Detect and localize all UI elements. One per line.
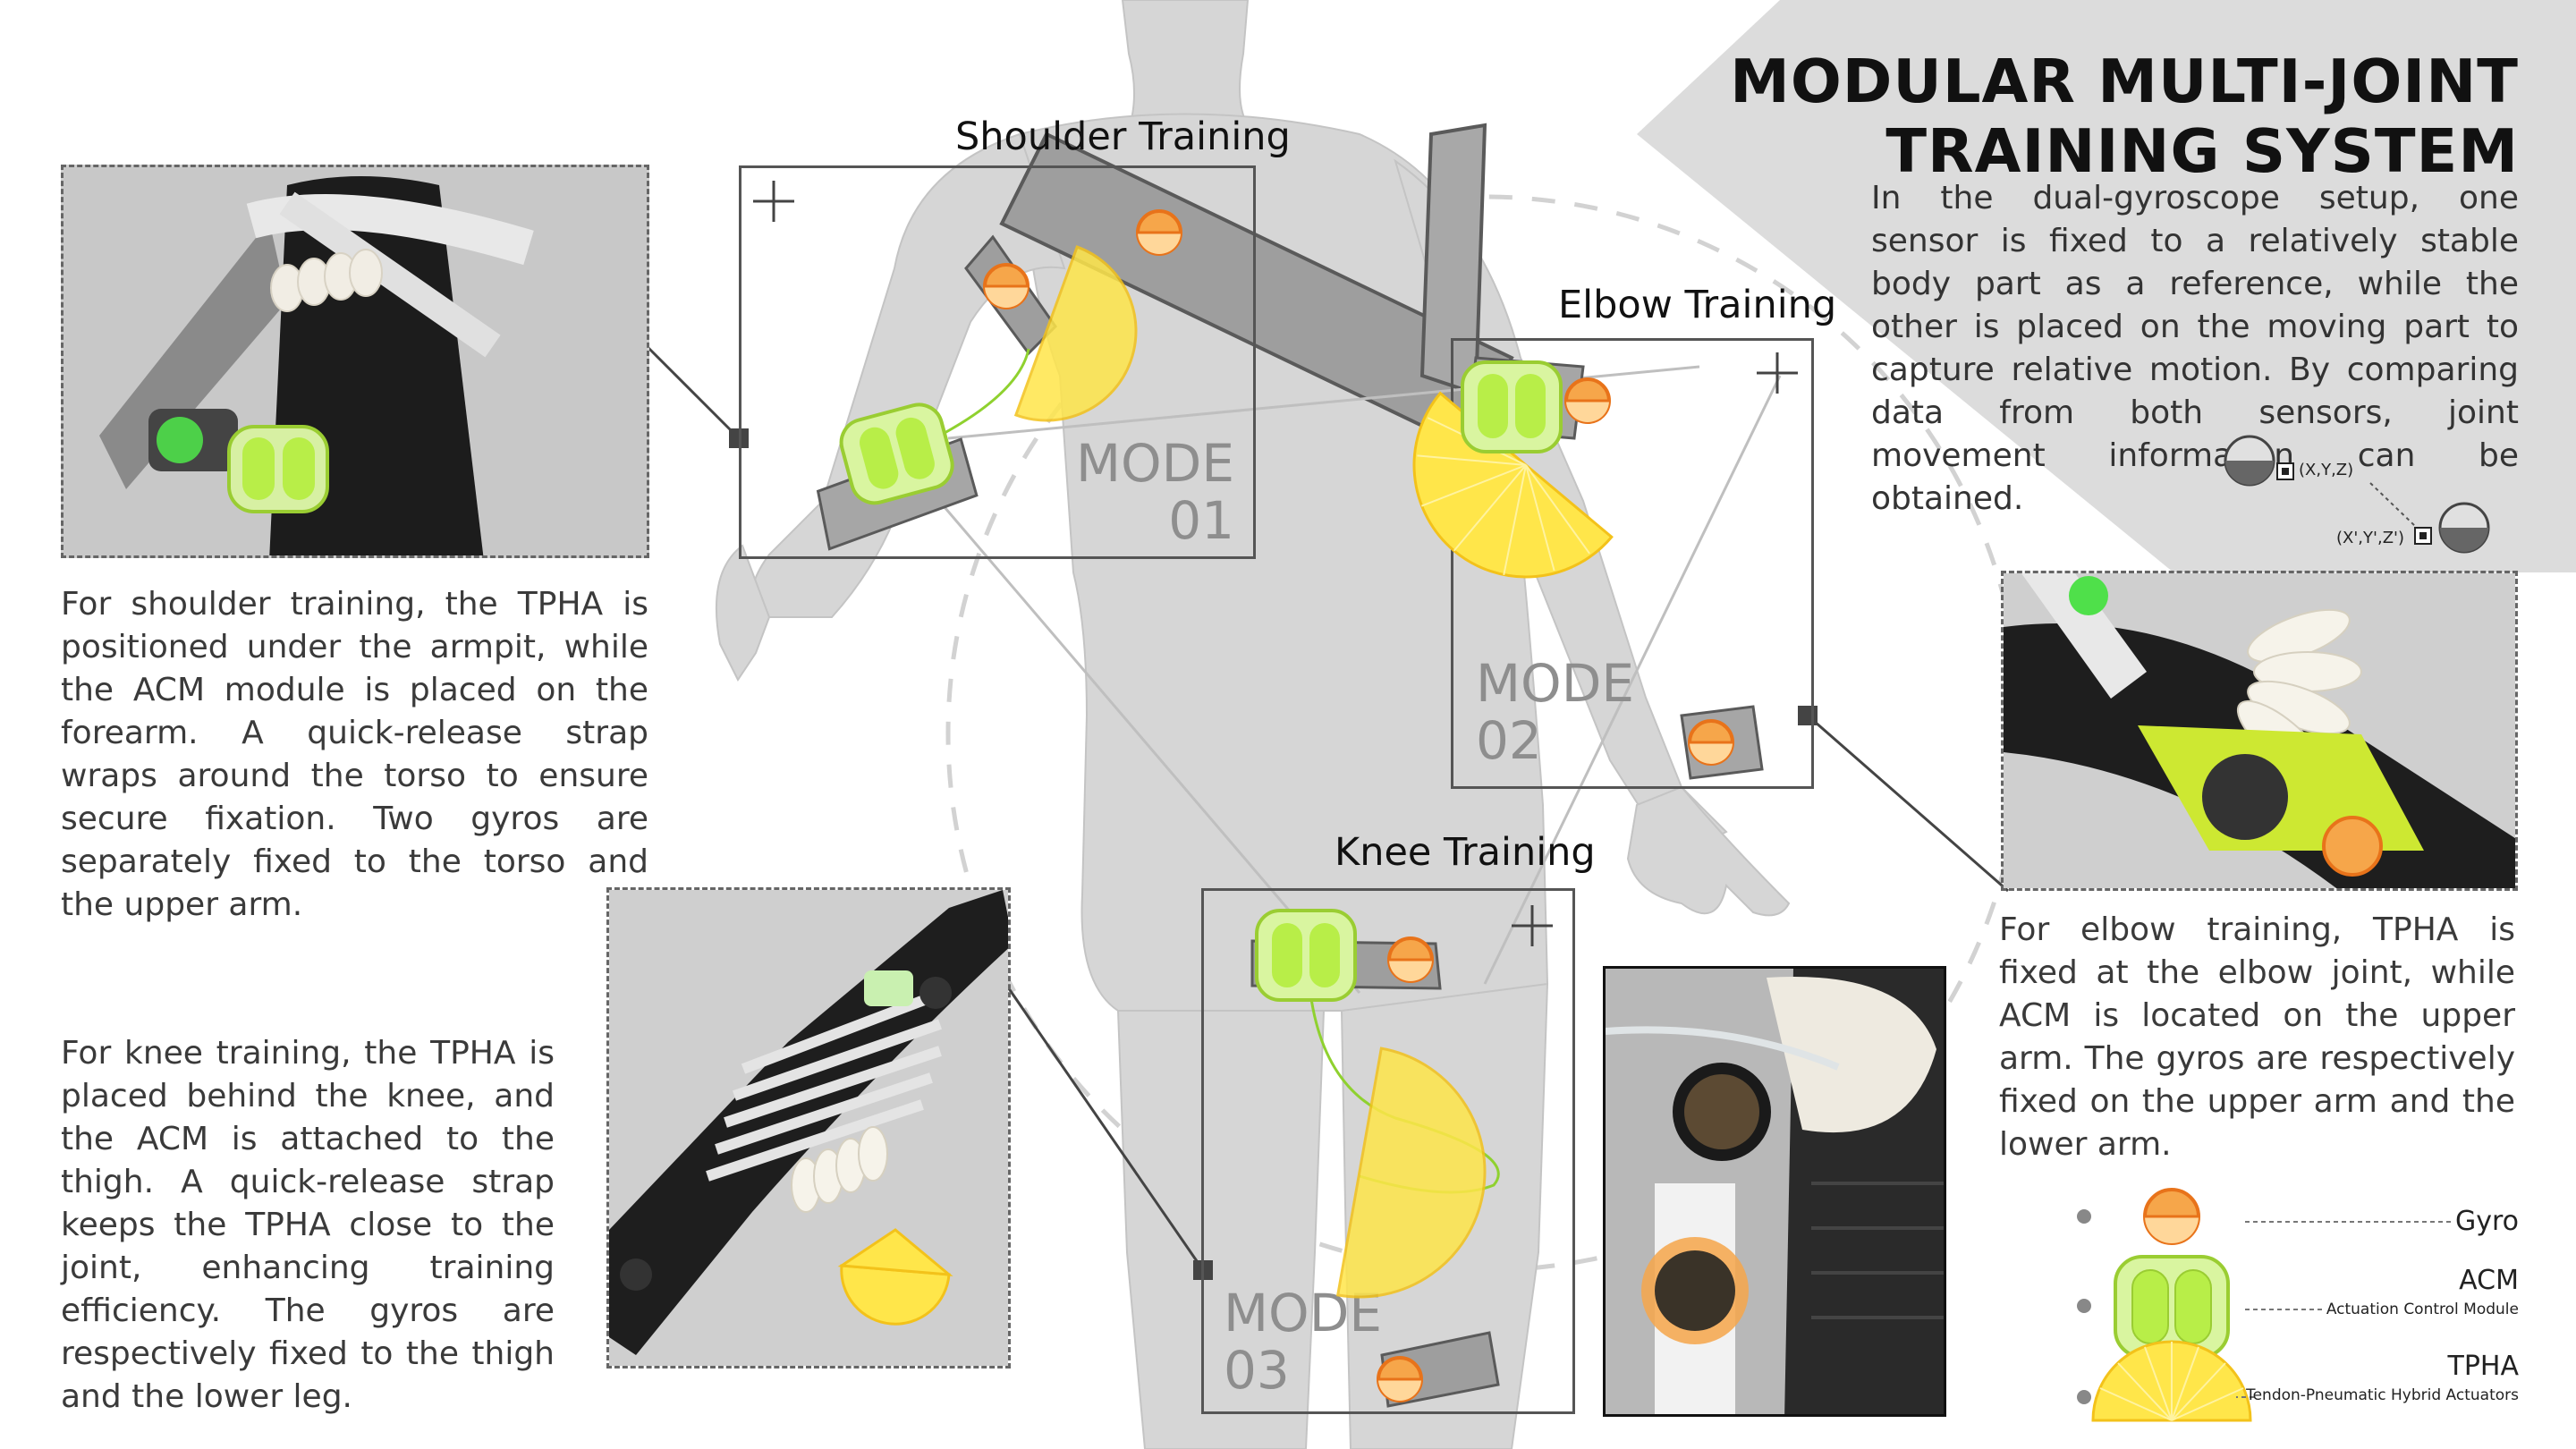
left-hand-shape [715,544,771,682]
shoulder-mode-label: MODE 01 [1055,435,1234,549]
shoulder-acm [839,402,954,505]
shoulder-mode-frame [739,165,1256,559]
torso-strap [999,131,1514,450]
elbow-gyro-upper [1564,377,1611,424]
mode-number: 02 [1476,710,1542,771]
left-leg-shape [1116,1010,1326,1449]
knee-title: Knee Training [1335,830,1596,875]
tpha-icon [2091,1340,2252,1422]
acm-icon [2114,1255,2230,1359]
knee-description: For knee training, the TPHA is placed be… [61,1035,555,1415]
legend-bullet [2077,1390,2091,1404]
knee-gyro-leg [1377,1356,1423,1402]
reference-gyro-icon [2224,435,2275,487]
device-closeup-photo [1603,966,1946,1417]
elbow-mode-label: MODE 02 [1476,655,1673,769]
mode-number: 01 [1168,490,1234,551]
shoulder-gyro-torso [1136,209,1182,256]
knee-photo [606,887,1011,1368]
knee-mode-frame [1201,888,1575,1414]
elbow-gyro-lower [1688,719,1734,766]
elbow-description: For elbow training, TPHA is fixed at the… [1999,911,2515,1163]
elbow-mode-frame [1451,338,1814,789]
shoulder-tpha [1013,245,1138,422]
legend-acm-sub: Actuation Control Module [2326,1301,2519,1318]
intro-text: In the dual-gyroscope setup, one sensor … [1871,180,2519,517]
right-hand-shape [1626,785,1791,917]
legend-gyro-label: Gyro [2454,1206,2519,1237]
page-title-line1: MODULAR MULTI-JOINT [1730,47,2519,116]
plus-icon [753,181,794,222]
title-backdrop-shape [1637,0,2576,572]
plus-icon [1757,352,1798,394]
mode-word: MODE [1476,653,1635,714]
dual-gyro-illustration [2224,435,2490,554]
legend-tpha-label: TPHA [2447,1351,2520,1382]
gyro-icon [2143,1188,2200,1245]
moving-coord-label: (X',Y',Z') [2336,529,2404,547]
legend-bullet [2077,1299,2091,1313]
knee-gyro-thigh [1387,936,1434,983]
legend-bullet [2077,1209,2091,1224]
page-title-line2: TRAINING SYSTEM [1885,116,2519,186]
elbow-title: Elbow Training [1558,283,1837,327]
plus-icon [1512,905,1553,946]
shoulder-gyro-arm [983,263,1030,309]
knee-acm [1255,909,1357,1002]
moving-gyro-icon [2438,502,2490,554]
shoulder-title: Shoulder Training [955,114,1291,159]
mode-number: 03 [1224,1340,1290,1401]
mode-word: MODE [1075,433,1234,494]
elbow-photo [2001,571,2518,891]
legend-tpha-sub: Tendon-Pneumatic Hybrid Actuators [2246,1386,2519,1404]
shoulder-description: For shoulder training, the TPHA is posit… [61,586,648,923]
reference-coord-label: (X,Y,Z) [2299,461,2354,479]
page-title: MODULAR MULTI-JOINT TRAINING SYSTEM [1730,47,2519,186]
legend-acm-label: ACM [2459,1265,2519,1296]
shoulder-photo [61,165,649,558]
knee-tpha [1335,1046,1487,1299]
elbow-acm [1461,360,1563,453]
